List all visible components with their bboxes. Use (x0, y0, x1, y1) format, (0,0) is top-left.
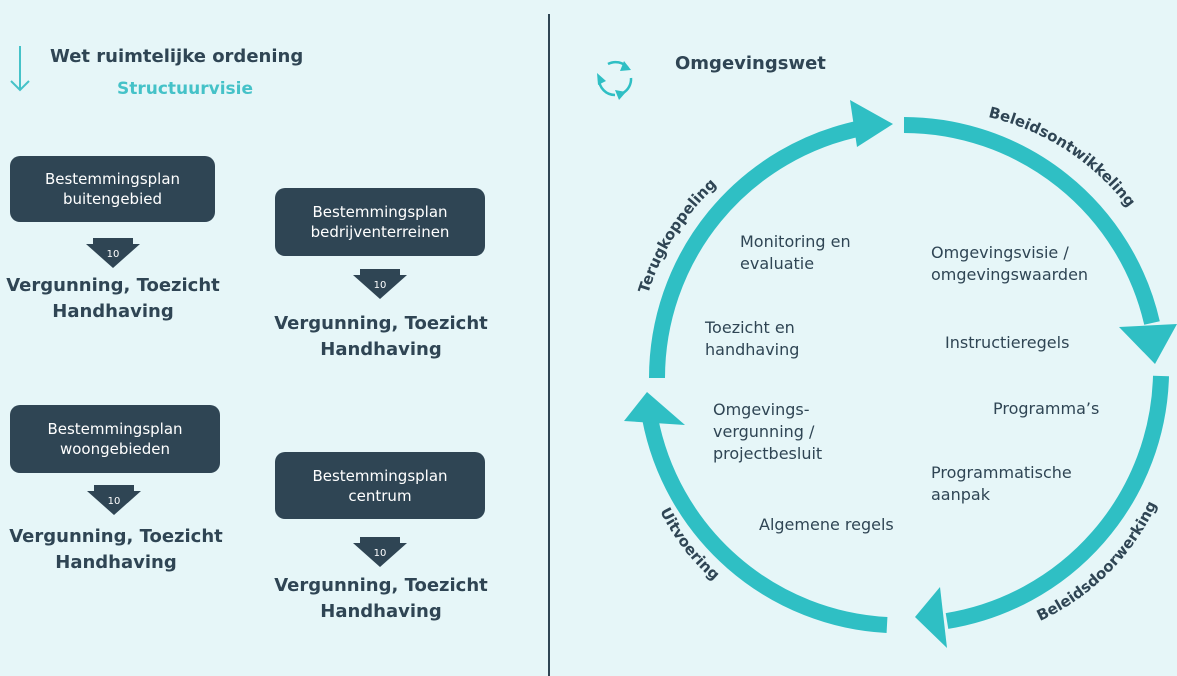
step-line: Omgevingsvisie / (931, 243, 1069, 262)
structuurvisie-label: Structuurvisie (117, 79, 254, 99)
step-line: Instructieregels (945, 333, 1070, 352)
badge-number: 10 (107, 496, 121, 507)
plan-label: Bestemmingsplan (312, 466, 448, 485)
arrow-down-icon (10, 46, 30, 92)
cycle-refresh-icon (597, 60, 633, 100)
step-programmas: Programma’s (993, 398, 1099, 420)
cycle-arc-bottom-left (642, 416, 888, 633)
vth-line: Vergunning, Toezicht (9, 526, 223, 547)
cycle-arrowhead (850, 100, 893, 147)
panel-divider (548, 14, 550, 676)
step-algemene-regels: Algemene regels (759, 514, 894, 536)
plan-label: Bestemmingsplan (47, 420, 183, 438)
badge-number: 10 (373, 548, 387, 559)
step-instructieregels: Instructieregels (945, 332, 1069, 354)
step-line: Monitoring en (740, 232, 851, 251)
plan-label: bedrijventerreinen (310, 223, 450, 241)
step-toezicht: Toezicht en handhaving (705, 317, 799, 361)
plan-label: Bestemmingsplan (312, 203, 448, 221)
cycle-arc-top-right (903, 117, 1160, 325)
step-line: vergunning / (713, 422, 815, 441)
cycle-arrowhead (915, 587, 947, 648)
wro-title: Wet ruimtelijke ordening (50, 46, 304, 67)
cycle-label-beleidsdoorwerking: Beleidsdoorwerking (1034, 498, 1161, 625)
vth-line: Handhaving (320, 339, 442, 360)
plan-box-bedrijventerreinen: Bestemmingsplan bedrijventerreinen (275, 188, 485, 256)
vth-line: Vergunning, Toezicht (274, 575, 488, 596)
step-line: evaluatie (740, 254, 815, 273)
step-line: handhaving (705, 340, 800, 359)
omgevingswet-title: Omgevingswet (675, 53, 826, 74)
step-line: Algemene regels (759, 515, 894, 534)
cycle-diagram: Beleidsontwikkeling Beleidsdoorwerking U… (624, 100, 1177, 648)
plan-box-buitengebied: Bestemmingsplan buitengebied (10, 156, 215, 222)
step-omgevingsvisie: Omgevingsvisie / omgevingswaarden (931, 242, 1088, 286)
vth-line: Handhaving (52, 301, 174, 322)
vth-text: Vergunning, Toezicht Handhaving (268, 311, 494, 363)
plan-label: Bestemmingsplan (44, 170, 181, 188)
step-omgevingsvergunning: Omgevings- vergunning / projectbesluit (713, 399, 822, 465)
down-arrow-badge: 10 (87, 485, 141, 515)
vth-text: Vergunning, Toezicht Handhaving (268, 573, 494, 625)
step-programmatische-aanpak: Programmatische aanpak (931, 462, 1072, 506)
badge-number: 10 (373, 280, 387, 291)
step-line: Programmatische (931, 463, 1072, 482)
down-arrow-badge: 10 (353, 537, 407, 567)
vth-text: Vergunning, Toezicht Handhaving (3, 524, 229, 576)
step-line: omgevingswaarden (931, 265, 1089, 284)
vth-line: Vergunning, Toezicht (274, 313, 488, 334)
vth-line: Handhaving (55, 552, 177, 573)
step-line: projectbesluit (713, 444, 823, 463)
cycle-arc-bottom-right (945, 375, 1169, 629)
cycle-arrowhead (624, 392, 685, 425)
vth-line: Handhaving (320, 601, 442, 622)
vth-line: Vergunning, Toezicht (6, 275, 220, 296)
cycle-arc-top-left (649, 120, 864, 379)
step-line: Omgevings- (713, 400, 810, 419)
badge-number: 10 (106, 249, 120, 260)
step-line: Programma’s (993, 399, 1100, 418)
cycle-arrowhead (1119, 324, 1177, 364)
plan-box-woongebieden: Bestemmingsplan woongebieden (10, 405, 220, 473)
plan-label: buitengebied (62, 190, 162, 208)
down-arrow-badge: 10 (353, 269, 407, 299)
step-line: Toezicht en (705, 318, 795, 337)
step-line: aanpak (931, 485, 990, 504)
step-monitoring: Monitoring en evaluatie (740, 231, 851, 275)
plan-label: centrum (348, 486, 412, 505)
vth-text: Vergunning, Toezicht Handhaving (0, 273, 226, 325)
plan-label: woongebieden (59, 440, 171, 458)
down-arrow-badge: 10 (86, 238, 140, 268)
